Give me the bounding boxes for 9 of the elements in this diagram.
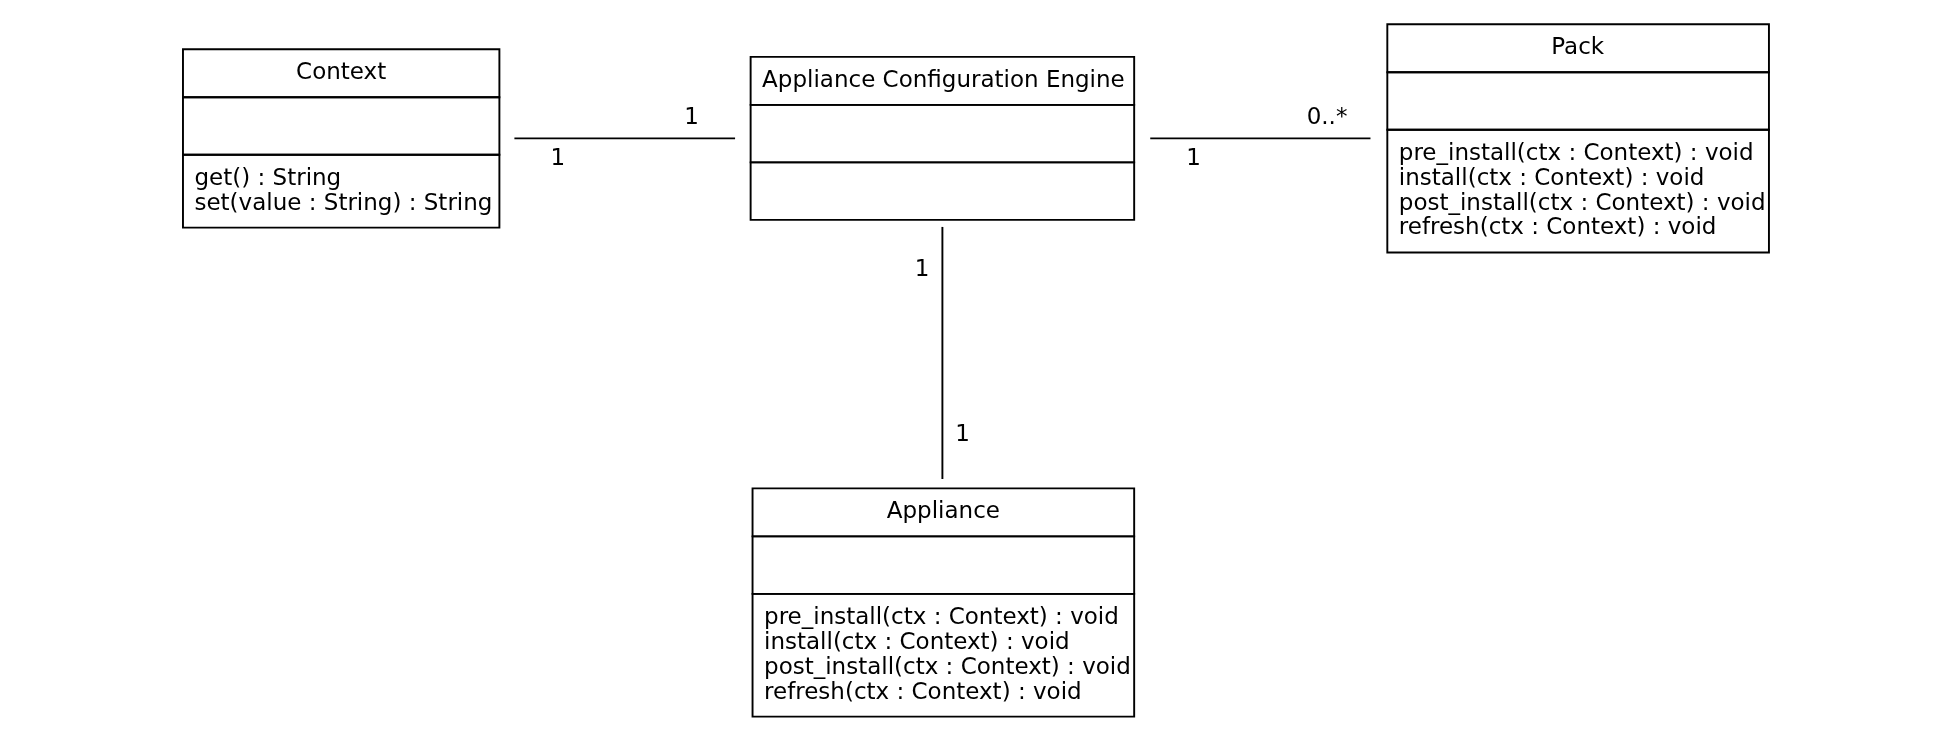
label: 1 <box>914 255 930 282</box>
label: 0..* <box>1306 103 1348 130</box>
label: 1 <box>1186 143 1202 170</box>
label: 1 <box>550 143 566 170</box>
connector <box>1149 137 1372 140</box>
label: 1 <box>684 103 699 130</box>
connector <box>513 137 737 140</box>
label: 1 <box>955 420 970 447</box>
connector <box>941 225 944 480</box>
